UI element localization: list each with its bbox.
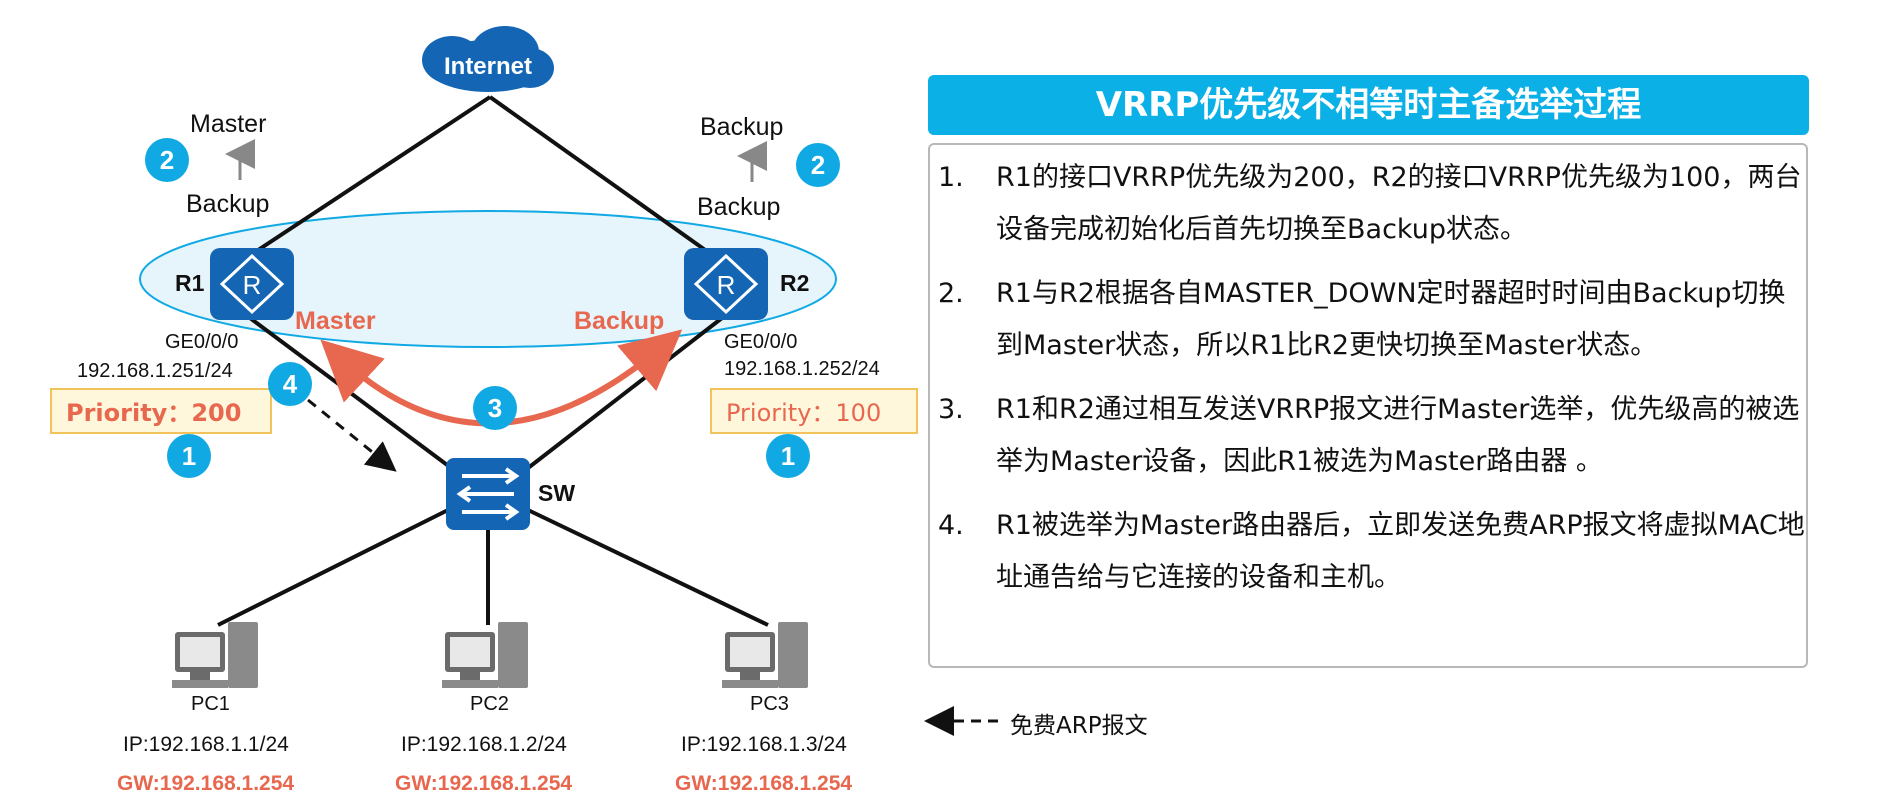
pc1-gw: GW:192.168.1.254 [117,772,295,795]
switch-icon [446,458,530,530]
r1-interface: GE0/0/0 [165,331,239,353]
pc2-name: PC2 [470,693,509,715]
gratuitous-arp-arrow [307,398,397,472]
router-r1-icon: R [210,248,294,320]
step-1-text: R1的接口VRRP优先级为200，R2的接口VRRP优先级为100，两台设备完成… [996,162,1802,245]
step-2-number: 2. [938,278,964,309]
link-sw-pc1 [217,508,449,627]
r2-ip: 192.168.1.252/24 [724,358,880,380]
internet-label: Internet [444,53,532,80]
marker-2-r2: 2 [796,143,840,187]
link-internet-r1 [238,95,492,264]
internet-cloud-icon [422,26,554,92]
r1-state-new: Master [190,110,267,138]
pc3-icon [722,622,808,688]
svg-text:R: R [717,270,736,300]
step-3-number: 3. [938,394,964,425]
r1-ip: 192.168.1.251/24 [77,360,233,382]
switch-label: SW [538,480,576,506]
pc1-ip: IP:192.168.1.1/24 [123,733,289,756]
marker-4: 4 [268,362,312,406]
pc1-name: PC1 [191,693,230,715]
r1-name: R1 [175,270,205,296]
marker-1-r1: 1 [167,434,211,478]
svg-text:R: R [243,270,262,300]
legend-label: 免费ARP报文 [1010,713,1148,739]
router-r2-icon: R [684,248,768,320]
page-title: VRRP优先级不相等时主备选举过程 [928,75,1809,135]
pc3-ip: IP:192.168.1.3/24 [681,733,847,756]
r2-state-new: Backup [700,113,784,141]
step-3-text: R1和R2通过相互发送VRRP报文进行Master选举，优先级高的被选举为Mas… [996,394,1800,477]
step-1-number: 1. [938,162,964,193]
r1-priority-box: Priority：200 [50,388,272,434]
pc3-name: PC3 [750,693,789,715]
link-internet-r2 [488,95,724,264]
pc2-gw: GW:192.168.1.254 [395,772,573,795]
marker-1-r2: 1 [766,434,810,478]
pc3-gw: GW:192.168.1.254 [675,772,853,795]
pc2-ip: IP:192.168.1.2/24 [401,733,567,756]
r1-state-old: Backup [186,190,270,218]
pc1-icon [172,622,258,688]
r2-name: R2 [780,270,810,296]
r2-interface: GE0/0/0 [724,331,798,353]
marker-3: 3 [473,386,517,430]
steps-panel [928,143,1808,668]
r2-role-label: Backup [574,307,665,335]
r2-priority-box: Priority：100 [710,388,918,434]
link-sw-pc3 [527,508,769,627]
step-4-text: R1被选举为Master路由器后，立即发送免费ARP报文将虚拟MAC地址通告给与… [996,510,1805,593]
step-2-text: R1与R2根据各自MASTER_DOWN定时器超时时间由Backup切换到Mas… [996,278,1786,361]
r2-state-old: Backup [697,193,781,221]
marker-2-r1: 2 [145,138,189,182]
r1-role-label: Master [295,307,376,335]
pc2-icon [442,622,528,688]
step-4-number: 4. [938,510,964,541]
